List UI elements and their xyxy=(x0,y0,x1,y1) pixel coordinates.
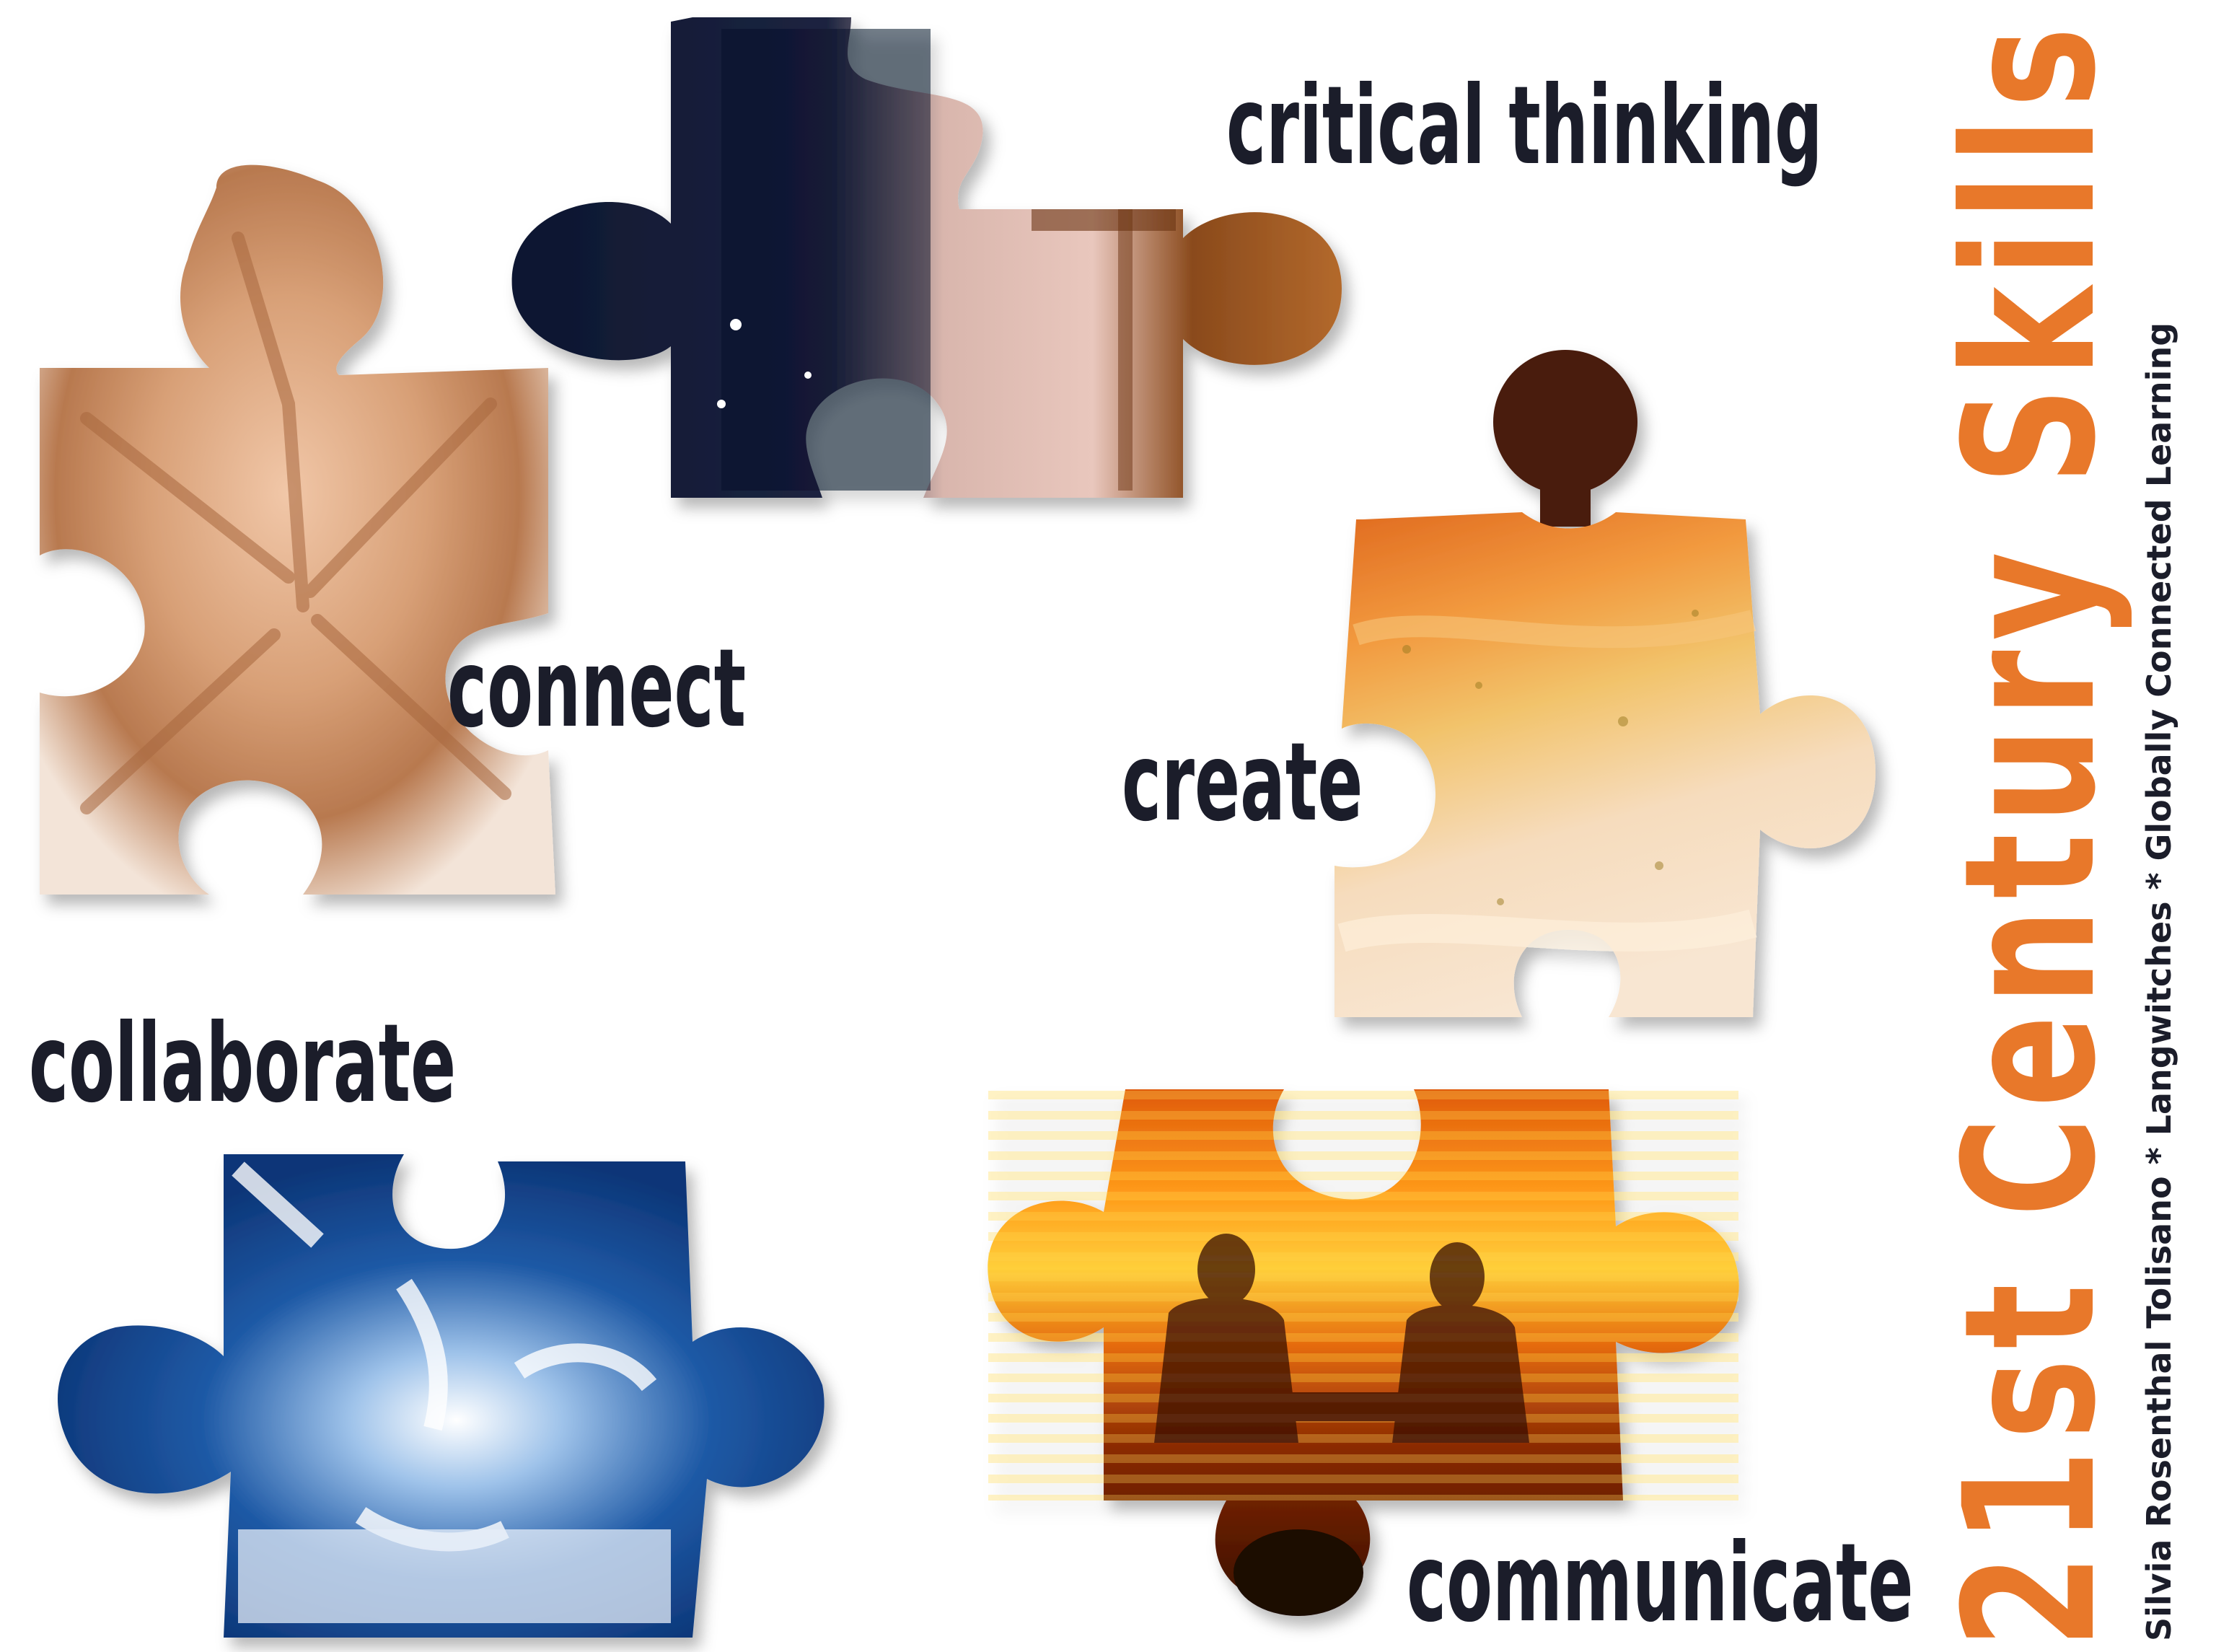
critical-thinking-label: critical thinking xyxy=(1226,63,1823,189)
credit-line: Silvia Rosenthal Tolisano * Langwitches … xyxy=(2140,322,2178,1641)
communicate-label: communicate xyxy=(1407,1521,1914,1646)
page-title: 21st Century Skills xyxy=(1925,17,2135,1649)
puzzle-piece-connect xyxy=(40,164,555,895)
puzzle-piece-collaborate xyxy=(58,1154,825,1638)
puzzle-piece-critical-thinking xyxy=(511,17,1342,498)
puzzle-piece-communicate xyxy=(988,1089,1739,1616)
connect-label: connect xyxy=(447,626,747,752)
puzzle-piece-create xyxy=(1335,350,1876,1017)
collaborate-label: collaborate xyxy=(29,1001,457,1127)
create-label: create xyxy=(1122,720,1363,845)
